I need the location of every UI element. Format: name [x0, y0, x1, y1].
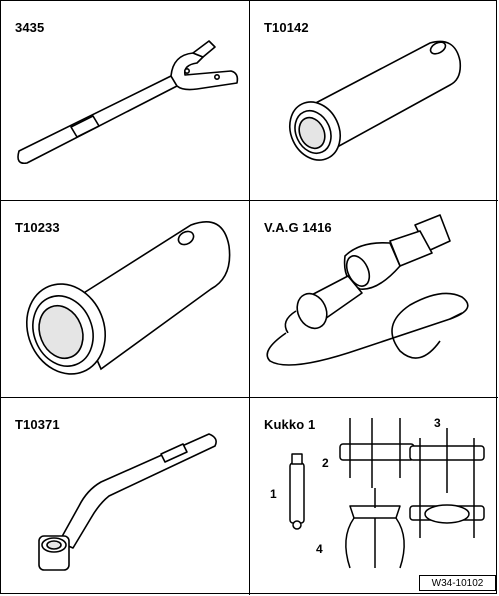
- part-number-3: 3: [434, 416, 441, 430]
- tool-label: T10371: [15, 417, 60, 432]
- part-number-2: 2: [322, 456, 329, 470]
- hot-air-gun-icon: [266, 214, 469, 366]
- figure-code: W34-10102: [419, 575, 496, 591]
- part-number-4: 4: [316, 542, 323, 556]
- part-number-1: 1: [270, 487, 277, 501]
- tool-cell-vag-1416: V.A.G 1416: [250, 201, 498, 398]
- tool-label: V.A.G 1416: [264, 220, 332, 235]
- tool-label: T10142: [264, 20, 309, 35]
- puller-set-icon: [289, 418, 485, 569]
- cylindrical-sleeve-icon: [289, 40, 462, 161]
- tool-cell-T10142: T10142: [250, 1, 498, 201]
- ring-wrench-icon: [38, 433, 217, 571]
- spanner-wrench-icon: [17, 40, 239, 165]
- tool-label: T10233: [15, 220, 60, 235]
- tool-cell-T10233: T10233: [1, 201, 250, 398]
- tool-cell-kukko-1: Kukko 1: [250, 398, 498, 595]
- tool-label: Kukko 1: [264, 417, 316, 432]
- tool-label: 3435: [15, 20, 45, 35]
- large-sleeve-icon: [25, 221, 231, 375]
- tool-cell-3435: 3435: [1, 1, 250, 201]
- tool-cell-T10371: T10371: [1, 398, 250, 595]
